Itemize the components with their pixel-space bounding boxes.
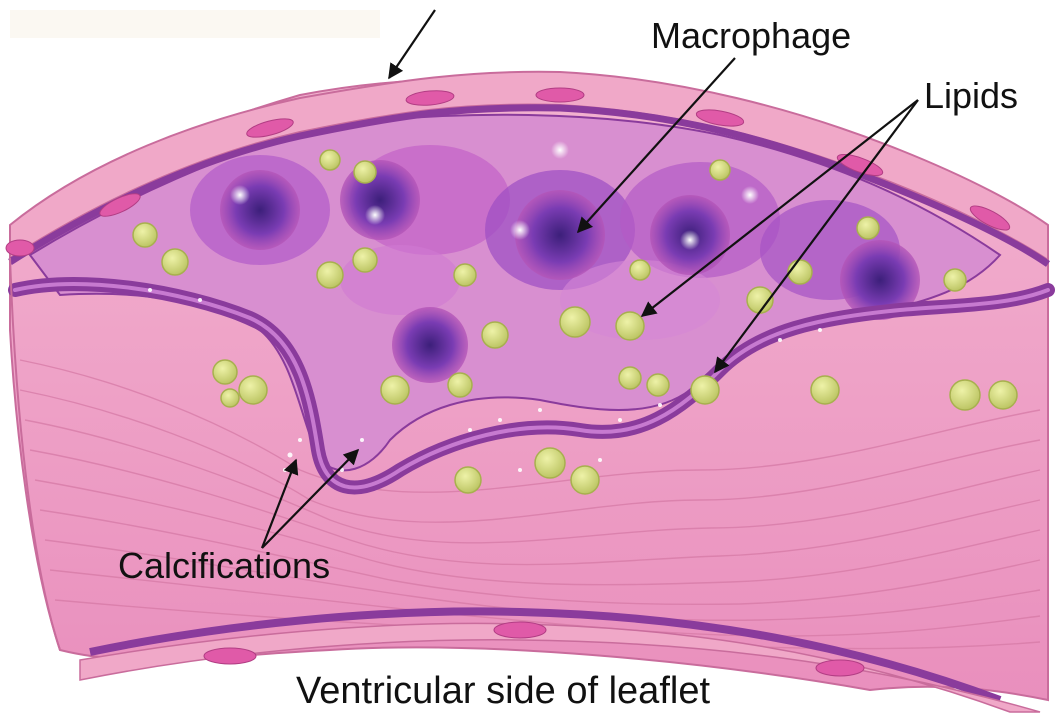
label-calcifications: Calcifications <box>118 548 330 584</box>
label-macrophage: Macrophage <box>651 18 851 54</box>
blank-bar <box>10 10 380 38</box>
top-arrow <box>389 10 435 78</box>
label-lipids: Lipids <box>924 78 1018 114</box>
label-ventricular-side: Ventricular side of leaflet <box>296 672 710 710</box>
